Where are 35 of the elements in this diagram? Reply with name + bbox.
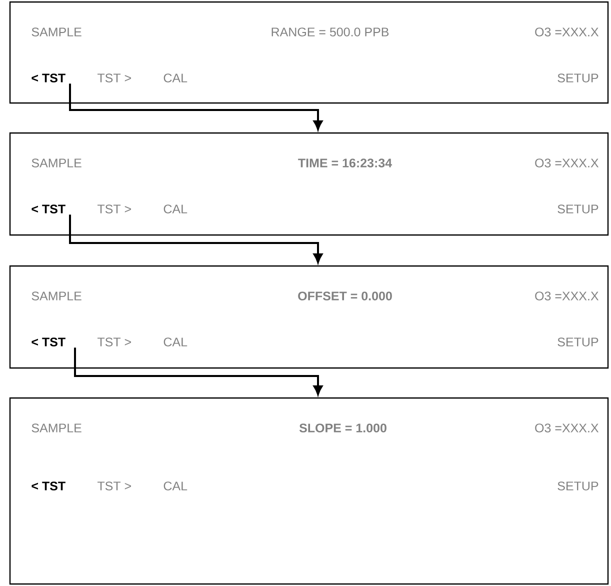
- softkey-label: TST >: [97, 204, 131, 214]
- arrow: [69, 84, 323, 130]
- display-text: O3 =XXX.X: [535, 158, 599, 168]
- display-text: SAMPLE: [32, 292, 82, 300]
- softkey-label: < TST: [32, 482, 66, 490]
- display-text: RANGE = 500.0 PPB: [272, 28, 389, 36]
- softkey-label: TST >: [97, 74, 131, 82]
- display-text: O3 =XXX.X: [535, 292, 599, 300]
- display-text: SAMPLE: [32, 158, 82, 168]
- softkey-label: SETUP: [558, 338, 598, 346]
- display-text: SAMPLE: [32, 28, 82, 36]
- softkey-label: < TST: [32, 338, 66, 346]
- display-text: O3 =XXX.X: [535, 424, 599, 432]
- display-text: OFFSET = 0.000: [298, 292, 392, 300]
- display-text: TIME = 16:23:34: [298, 158, 392, 168]
- softkey-label: < TST: [32, 204, 66, 214]
- display-text: SAMPLE: [32, 424, 82, 432]
- display-screen: [9, 1, 609, 104]
- softkey-label: TST >: [97, 338, 131, 346]
- softkey-label: CAL: [164, 482, 188, 490]
- softkey-label: CAL: [164, 204, 188, 214]
- softkey-label: TST >: [97, 482, 131, 490]
- display-screen: [9, 132, 609, 236]
- softkey-label: SETUP: [558, 74, 598, 82]
- softkey-label: CAL: [164, 74, 188, 82]
- softkey-label: < TST: [32, 74, 66, 82]
- softkey-label: SETUP: [558, 204, 598, 214]
- display-screen: [9, 265, 609, 369]
- arrow: [69, 214, 323, 263]
- arrow: [74, 348, 323, 395]
- softkey-label: CAL: [164, 338, 188, 346]
- display-screen: [9, 397, 609, 585]
- display-text: SLOPE = 1.000: [299, 424, 386, 432]
- softkey-label: SETUP: [558, 482, 598, 490]
- display-text: O3 =XXX.X: [535, 28, 599, 36]
